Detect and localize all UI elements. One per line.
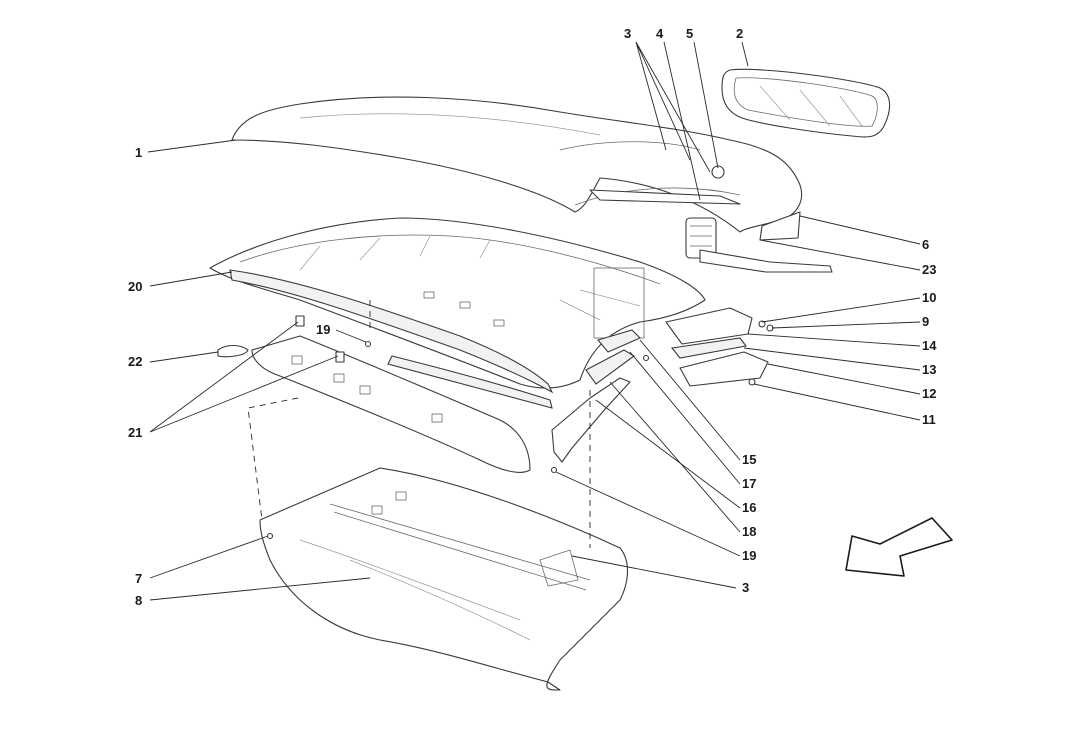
callout-12: 12	[922, 386, 936, 401]
callout-17: 17	[742, 476, 756, 491]
callout-1: 1	[135, 145, 142, 160]
callout-3-top: 3	[624, 26, 631, 41]
callout-16: 16	[742, 500, 756, 515]
callout-13: 13	[922, 362, 936, 377]
callout-4: 4	[656, 26, 664, 41]
callout-5: 5	[686, 26, 693, 41]
callout-7: 7	[135, 571, 142, 586]
callout-3-bottom: 3	[742, 580, 749, 595]
front-direction-arrow-icon	[845, 517, 953, 577]
lower-trim-panel	[217, 315, 531, 473]
side-clips	[665, 307, 774, 387]
callout-15: 15	[742, 452, 756, 467]
assembly-guide-lines	[247, 300, 591, 548]
callout-8: 8	[135, 593, 142, 608]
leader-lines	[147, 41, 921, 601]
latch-mechanism	[589, 165, 833, 273]
callout-6: 6	[922, 237, 929, 252]
callout-23: 23	[922, 262, 936, 277]
side-seal-strip	[387, 355, 553, 409]
callout-19-right: 19	[742, 548, 756, 563]
front-seal-strip	[229, 269, 554, 394]
callout-9: 9	[922, 314, 929, 329]
callout-labels: 1 2 3 3 4 5 6 7 8 9 10 11 12 13 14 15 16…	[128, 26, 937, 608]
rear-window	[721, 68, 891, 138]
callout-14: 14	[922, 338, 937, 353]
callout-10: 10	[922, 290, 936, 305]
callout-2: 2	[736, 26, 743, 41]
fasteners	[266, 340, 650, 540]
storage-cover	[259, 467, 629, 691]
roof-inner-frame	[209, 217, 706, 389]
callout-22: 22	[128, 354, 142, 369]
callout-21: 21	[128, 425, 142, 440]
callout-19-left: 19	[316, 322, 330, 337]
roof-shell	[231, 96, 803, 233]
callout-18: 18	[742, 524, 756, 539]
callout-11: 11	[922, 412, 936, 427]
callout-20: 20	[128, 279, 142, 294]
